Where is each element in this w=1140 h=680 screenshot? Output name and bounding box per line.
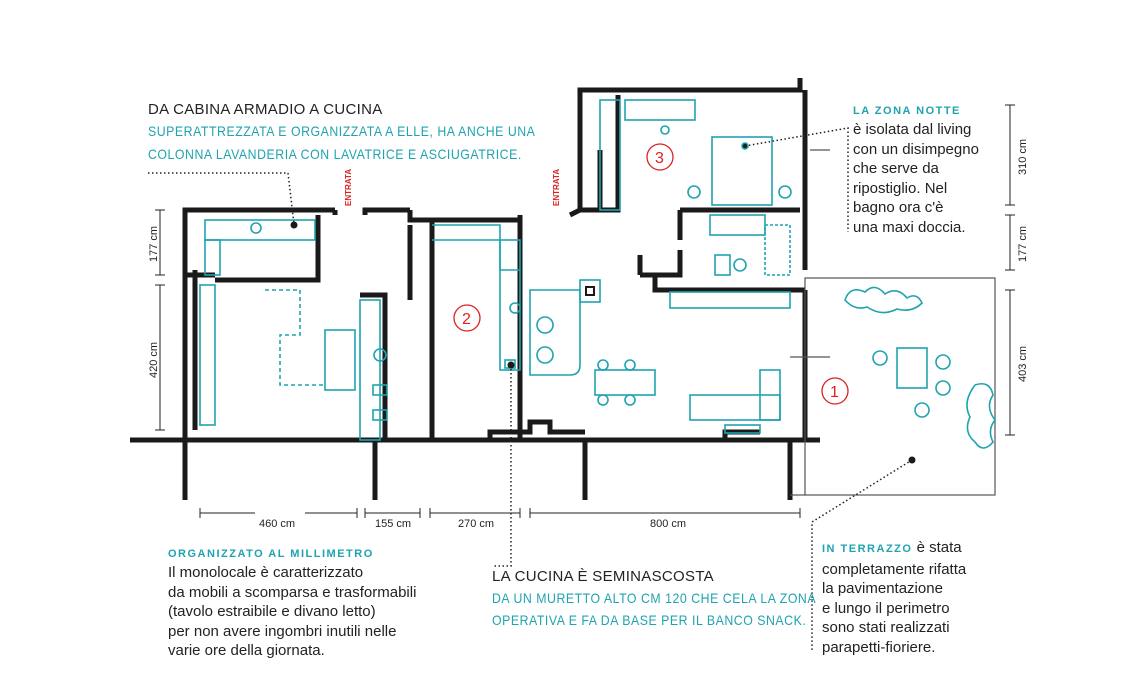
line: IN TERRAZZO è stata — [822, 538, 966, 560]
dim-bottom-460: 460 cm — [259, 518, 295, 530]
dimension-labels: 177 cm 420 cm 310 cm 177 cm 403 cm 460 c… — [148, 139, 1029, 530]
entrance-label: ENTRATA — [344, 169, 353, 206]
line: che serve da — [853, 160, 939, 177]
line: varie ore della giornata. — [168, 642, 325, 659]
night-note-label: LA ZONA NOTTE — [853, 105, 961, 117]
line: parapetti-fioriere. — [822, 638, 936, 656]
walls — [130, 78, 820, 500]
night-note-text: è isolata dal living con un disimpegno c… — [853, 120, 979, 237]
dim-bottom-155: 155 cm — [375, 518, 411, 530]
line: con un disimpegno — [853, 140, 979, 158]
studio-note-label: ORGANIZZATO AL MILLIMETRO — [168, 548, 374, 560]
line: da mobili a scomparsa e trasformabili — [168, 583, 417, 601]
dimension-lines — [155, 104, 1015, 518]
terrace-note-text: IN TERRAZZO è stata completamente rifatt… — [822, 538, 966, 657]
kitchen-note-line: SUPERATTREZZATA E ORGANIZZATA A ELLE, HA… — [148, 123, 536, 139]
dim-right-403: 403 cm — [1017, 346, 1029, 382]
dim-right-177: 177 cm — [1017, 226, 1029, 262]
kitchen-note-line: COLONNA LAVANDERIA CON LAVATRICE E ASCIU… — [148, 146, 522, 162]
line: completamente rifatta — [822, 560, 967, 578]
studio-note-text: Il monolocale è caratterizzato da mobili… — [168, 563, 416, 661]
line: una maxi doccia. — [853, 218, 966, 236]
room-number-2: 2 — [462, 311, 471, 328]
line: è isolata dal living — [853, 121, 972, 138]
leader-dots — [290, 221, 916, 464]
kitchen-note-title: DA CABINA ARMADIO A CUCINA — [148, 101, 383, 118]
terrace-note-first: è stata — [916, 539, 962, 556]
hidden-kitchen-line: OPERATIVA E FA DA BASE PER IL BANCO SNAC… — [492, 612, 807, 628]
dim-left-420: 420 cm — [148, 342, 160, 378]
terrace — [790, 149, 996, 496]
line: sono stati realizzati — [822, 619, 950, 636]
dim-left-177: 177 cm — [148, 226, 160, 262]
entrance-label: ENTRATA — [552, 169, 561, 206]
room-number-1: 1 — [830, 384, 839, 401]
line: e lungo il perimetro — [822, 599, 950, 617]
hidden-kitchen-title: LA CUCINA È SEMINASCOSTA — [492, 568, 714, 585]
dim-bottom-800: 800 cm — [650, 518, 686, 530]
room-number-3: 3 — [655, 150, 664, 167]
dim-bottom-270: 270 cm — [458, 518, 494, 530]
room-markers — [453, 143, 849, 405]
line: la pavimentazione — [822, 580, 943, 597]
leader-lines — [148, 127, 913, 652]
dim-right-310: 310 cm — [1017, 139, 1029, 175]
hidden-kitchen-line: DA UN MURETTO ALTO CM 120 CHE CELA LA ZO… — [492, 590, 817, 606]
line: Il monolocale è caratterizzato — [168, 564, 364, 581]
line: per non avere ingombri inutili nelle — [168, 622, 397, 640]
line: (tavolo estraibile e divano letto) — [168, 603, 376, 620]
line: bagno ora c'è — [853, 199, 944, 216]
terrace-note-label: IN TERRAZZO — [822, 543, 913, 555]
line: ripostiglio. Nel — [853, 179, 948, 197]
